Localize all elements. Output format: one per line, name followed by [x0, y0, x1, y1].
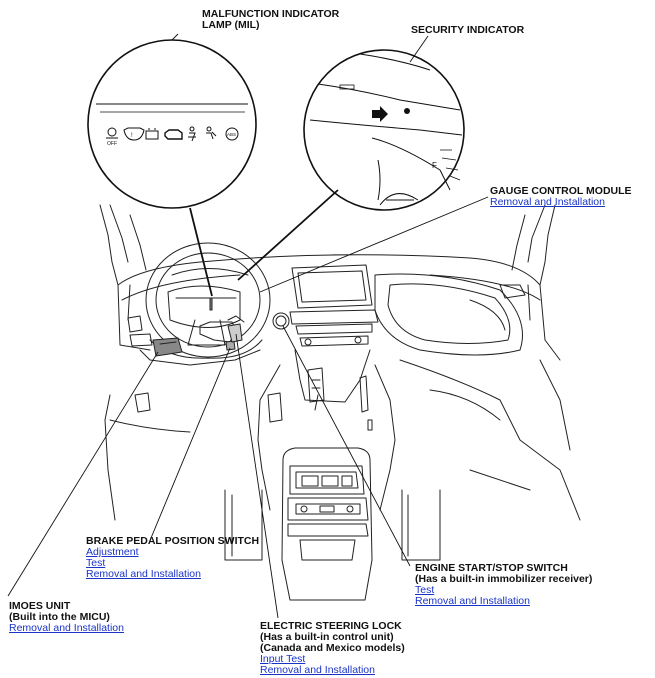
- brake-test-link[interactable]: Test: [86, 557, 106, 569]
- gauge-leader: [259, 196, 489, 293]
- engine-leader: [282, 325, 411, 567]
- seatbelt-icon: [188, 126, 196, 142]
- left-vents: [127, 315, 283, 423]
- center-console: [281, 447, 373, 601]
- abs-badge: ABS: [227, 132, 236, 137]
- steering-input-test-link[interactable]: Input Test: [260, 653, 306, 665]
- imoes-title: IMOES UNIT: [9, 600, 71, 612]
- fuel-full-mark: F: [432, 161, 437, 170]
- steering-sub1: (Has a built-in control unit): [260, 631, 394, 643]
- brake-switch-drawing: [225, 340, 236, 351]
- steering-title: ELECTRIC STEERING LOCK: [260, 620, 402, 632]
- security-title: SECURITY INDICATOR: [411, 24, 525, 36]
- brake-label: BRAKE PEDAL POSITION SWITCH Adjustment T…: [86, 536, 259, 580]
- abs-icon: ABS: [225, 127, 239, 141]
- mil-magnifier: [87, 39, 257, 209]
- security-label: SECURITY INDICATOR: [411, 25, 524, 36]
- steering-removal-link[interactable]: Removal and Installation: [260, 664, 375, 676]
- imoes-unit-drawing: [152, 337, 183, 357]
- callout-lines: [7, 33, 489, 619]
- battery-icon: [145, 128, 159, 140]
- tpms-off-icon: OFF: [106, 127, 118, 147]
- tire-pressure-icon: !: [123, 127, 145, 141]
- steering-sub2: (Canada and Mexico models): [260, 642, 405, 654]
- brake-leader: [150, 347, 231, 539]
- mil-icons: OFF ! ABS: [106, 126, 239, 147]
- mil-title-line1: MALFUNCTION INDICATOR: [202, 8, 340, 20]
- imoes-removal-link[interactable]: Removal and Installation: [9, 622, 124, 634]
- steering-leader: [235, 333, 279, 619]
- mil-title-line2: LAMP (MIL): [202, 19, 260, 31]
- svg-text:!: !: [131, 133, 133, 139]
- imoes-label: IMOES UNIT (Built into the MICU) Removal…: [9, 601, 124, 634]
- arrow-right-icon: [372, 106, 388, 122]
- engine-start-button-drawing: [272, 312, 290, 330]
- leader-lines: [189, 189, 339, 297]
- steering-label: ELECTRIC STEERING LOCK (Has a built-in c…: [260, 621, 405, 676]
- right-dash-panel: [374, 273, 526, 356]
- airbag-icon: [206, 126, 217, 140]
- imoes-sub: (Built into the MICU): [9, 611, 110, 623]
- seats: [224, 469, 531, 561]
- security-icons: F: [372, 106, 437, 170]
- brake-adjustment-link[interactable]: Adjustment: [86, 546, 139, 558]
- engine-label: ENGINE START/STOP SWITCH (Has a built-in…: [415, 563, 592, 607]
- imoes-leader: [7, 351, 159, 597]
- security-leader: [409, 35, 429, 63]
- security-magnifier: [303, 49, 465, 211]
- security-indicator-dot: [404, 108, 410, 114]
- gauge-label: GAUGE CONTROL MODULE Removal and Install…: [490, 186, 632, 208]
- windshield-pillars: [99, 204, 556, 286]
- engine-sub: (Has a built-in immobilizer receiver): [415, 573, 593, 585]
- check-engine-icon: [164, 129, 183, 140]
- gauge-removal-link[interactable]: Removal and Installation: [490, 196, 605, 208]
- gauge-cluster-drawing: [171, 268, 249, 311]
- lower-dash: [104, 349, 581, 521]
- center-screen: [289, 264, 379, 403]
- dashboard-top: [117, 254, 561, 361]
- brake-removal-link[interactable]: Removal and Installation: [86, 568, 201, 580]
- brake-title: BRAKE PEDAL POSITION SWITCH: [86, 535, 260, 547]
- steering-lock-drawing: [227, 315, 245, 343]
- engine-test-link[interactable]: Test: [415, 584, 435, 596]
- engine-removal-link[interactable]: Removal and Installation: [415, 595, 530, 607]
- mil-leader: [171, 33, 179, 41]
- mil-label: MALFUNCTION INDICATOR LAMP (MIL): [202, 9, 339, 31]
- engine-title: ENGINE START/STOP SWITCH: [415, 562, 568, 574]
- svg-text:OFF: OFF: [107, 141, 117, 147]
- gauge-title: GAUGE CONTROL MODULE: [490, 185, 632, 197]
